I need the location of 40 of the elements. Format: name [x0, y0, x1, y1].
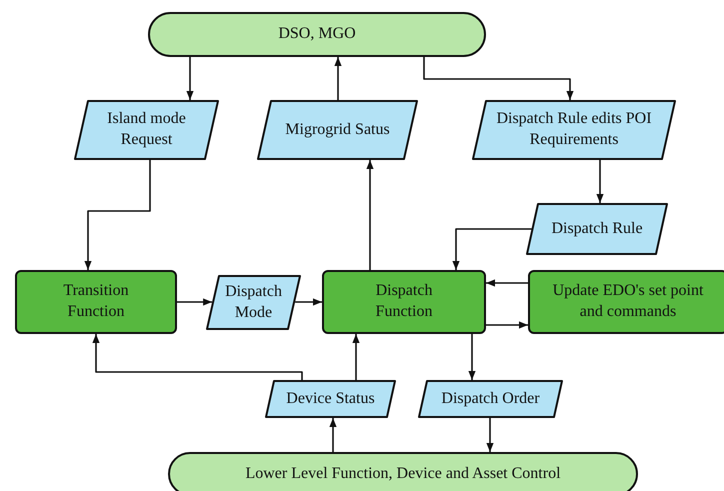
node-label: Migrogrid Satus: [285, 120, 390, 140]
arrow: [329, 418, 337, 452]
node-label: Dispatch Rule: [551, 218, 643, 239]
arrow: [486, 418, 494, 452]
arrow: [295, 298, 322, 306]
arrow: [423, 57, 574, 100]
data-parallelogram: [265, 380, 396, 418]
node-label: Device Status: [286, 388, 375, 409]
node-label: Dispatch Mode: [224, 282, 283, 322]
data-parallelogram: [206, 275, 301, 330]
process-box: [528, 270, 724, 334]
node-label: Dispatch Function: [374, 281, 434, 322]
process-box: [322, 270, 486, 334]
arrow: [92, 334, 303, 380]
data-parallelogram: [257, 100, 418, 160]
arrow: [452, 228, 532, 270]
arrow: [177, 298, 212, 306]
node-label: Transition Function: [62, 281, 130, 322]
terminal-pill: [148, 12, 486, 57]
node-label: Island mode Request: [106, 109, 187, 150]
arrow: [84, 160, 151, 270]
arrow: [366, 160, 374, 270]
arrow: [352, 334, 360, 380]
arrow: [334, 57, 342, 100]
node-label: Lower Level Function, Device and Asset Control: [245, 464, 561, 484]
arrow: [486, 279, 528, 287]
data-parallelogram: [472, 100, 676, 160]
process-box: [15, 270, 177, 334]
arrow: [468, 334, 476, 380]
arrow: [486, 321, 528, 329]
data-parallelogram: [74, 100, 219, 160]
arrow: [596, 160, 604, 203]
node-label: DSO, MGO: [278, 24, 356, 44]
terminal-pill: [168, 452, 638, 491]
arrow: [186, 57, 194, 100]
data-parallelogram: [526, 203, 668, 255]
node-label: Update EDO's set point and commands: [552, 281, 704, 322]
node-label: Dispatch Rule edits POI Requirements: [496, 109, 652, 150]
data-parallelogram: [418, 380, 563, 418]
node-label: Dispatch Order: [441, 388, 540, 409]
